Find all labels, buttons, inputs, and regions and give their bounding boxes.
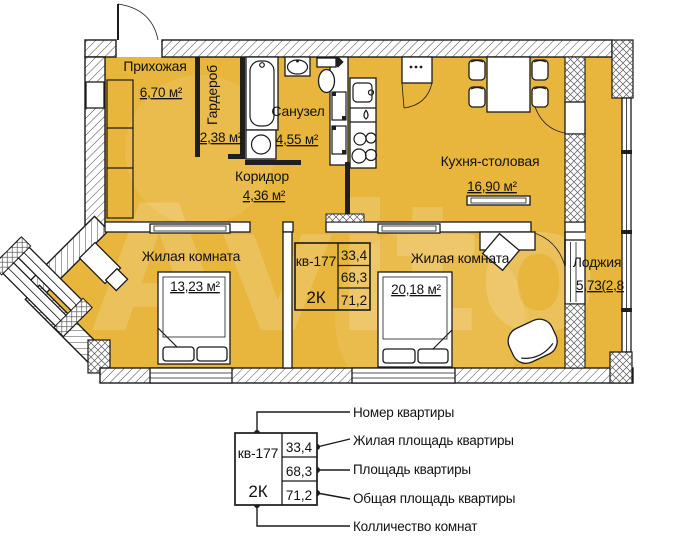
- dining-table: [468, 56, 549, 113]
- refrigerator-door-arc: [403, 82, 433, 109]
- wall-corner-top-right: [611, 39, 634, 99]
- room-name-hallway: Прихожая: [123, 58, 186, 74]
- refrigerator: [401, 56, 433, 109]
- legend-box: кв-177 2К 33,4 68,3 71,2: [234, 432, 318, 506]
- wall-lintel: [325, 213, 365, 223]
- bathtub: [245, 56, 279, 131]
- room-area-kitchen: 16,90 м²: [467, 179, 517, 194]
- corner-bay-window: [0, 236, 93, 338]
- bed-right-room: [377, 271, 453, 368]
- room-area-bathroom: 4,55 м²: [276, 132, 319, 147]
- wall-wardrobe-bottom: [228, 154, 245, 159]
- toilet: [316, 57, 337, 94]
- legend: кв-177 2К 33,4 68,3 71,2 Номер квартиры …: [234, 405, 515, 534]
- window-bottom-left: [149, 367, 233, 384]
- legend-living-area: 33,4: [286, 440, 313, 455]
- plan-apartment-number: кв-177: [296, 253, 337, 269]
- legend-connectors: [256, 411, 351, 527]
- room-area-corridor: 4,36 м²: [243, 188, 286, 203]
- wall-top: [161, 39, 613, 58]
- faucet-drop-icon: [363, 109, 369, 120]
- dining-chair: [468, 86, 486, 108]
- room-area-living2: 20,18 м²: [391, 282, 441, 297]
- entry-door-arc: [117, 3, 159, 41]
- wall-loggia-partition: [533, 56, 586, 369]
- room-labels: Прихожая 6,70 м² Гардероб 2,38 м² Санузе…: [123, 58, 624, 297]
- kitchen-sideboard: [466, 195, 531, 206]
- dining-chair: [468, 59, 486, 81]
- room-area-living1: 13,23 м²: [170, 279, 220, 294]
- exterior-walls: [0, 3, 634, 384]
- room-name-living1: Жилая комната: [142, 248, 241, 264]
- desk-corner-bay: [78, 241, 129, 292]
- wall-between-rooms: [282, 231, 293, 369]
- plan-rooms-count: 2К: [306, 288, 325, 307]
- room-area-hallway: 6,70 м²: [140, 85, 183, 100]
- washing-machine: [245, 129, 277, 160]
- pillow: [417, 348, 449, 364]
- pillow: [162, 346, 195, 362]
- bed-left-room: [157, 271, 231, 365]
- room-name-corridor: Коридор: [235, 168, 289, 184]
- wall-corner-block: [87, 339, 111, 374]
- desk-right-room: [479, 231, 536, 272]
- wall-left-niche: [85, 81, 105, 109]
- wall-hallway-wardrobe: [195, 57, 200, 157]
- stove-burners: [351, 132, 378, 164]
- armchair: [507, 318, 558, 364]
- room-name-wardrobe: Гардероб: [204, 65, 220, 125]
- furniture: [78, 56, 558, 368]
- desk-chair: [104, 267, 129, 292]
- wall-top-left: [84, 39, 117, 58]
- loggia-glazing: [621, 97, 632, 353]
- legend-apartment-area: 68,3: [286, 464, 312, 479]
- wall-wardrobe-bathroom: [240, 57, 245, 157]
- kitchen-counter: [349, 77, 378, 169]
- pillow: [196, 346, 228, 362]
- wall-main-horizontal-d: [564, 221, 586, 233]
- hallway-closet: [106, 79, 134, 219]
- plan-info-box: кв-177 2К 33,4 68,3 71,2: [294, 242, 371, 311]
- pillow: [382, 348, 416, 364]
- legend-label-rooms-count: Колличество комнат: [353, 519, 477, 534]
- legend-label-living-area: Жилая площадь квартиры: [353, 433, 514, 448]
- window-bottom-right: [351, 367, 456, 384]
- loggia-floor-area: [585, 57, 622, 368]
- tv-stand-right-room: [377, 223, 441, 234]
- room-area-loggia: 5,73(2,8: [576, 278, 624, 293]
- dining-chair: [531, 86, 549, 108]
- room-name-loggia: Лоджия: [573, 254, 621, 270]
- room-name-kitchen: Кухня-столовая: [441, 153, 540, 169]
- bathroom-sink: [284, 56, 311, 77]
- tv-stand-left-room: [149, 223, 231, 234]
- legend-label-apartment-number: Номер квартиры: [353, 405, 454, 420]
- wall-corridor-kitchen: [345, 162, 350, 222]
- plan-apartment-area: 68,3: [341, 270, 367, 285]
- loggia-door-arc: [533, 103, 566, 134]
- room-name-living2: Жилая комната: [411, 250, 510, 266]
- legend-total-area: 71,2: [286, 488, 312, 503]
- room-loggia-window: [564, 239, 586, 305]
- plan-total-area: 71,2: [341, 293, 367, 308]
- legend-label-apartment-area: Площадь квартиры: [353, 462, 471, 477]
- kitchen-sink: [352, 82, 375, 103]
- loggia-door-frame: [564, 101, 586, 135]
- legend-rooms-count: 2К: [248, 482, 267, 501]
- room-name-bathroom: Санузел: [271, 103, 324, 119]
- desk-chair: [481, 232, 521, 272]
- wall-main-horizontal-b: [282, 221, 294, 233]
- wall-corner-bottom-right: [609, 351, 633, 384]
- room-area-wardrobe: 2,38 м²: [200, 130, 243, 145]
- plan-living-area: 33,4: [341, 248, 368, 263]
- wall-bathroom-bottom-left: [245, 160, 301, 165]
- dining-chair: [531, 59, 549, 81]
- legend-label-total-area: Общая площадь квартиры: [353, 491, 515, 506]
- legend-apartment-number: кв-177: [238, 445, 279, 461]
